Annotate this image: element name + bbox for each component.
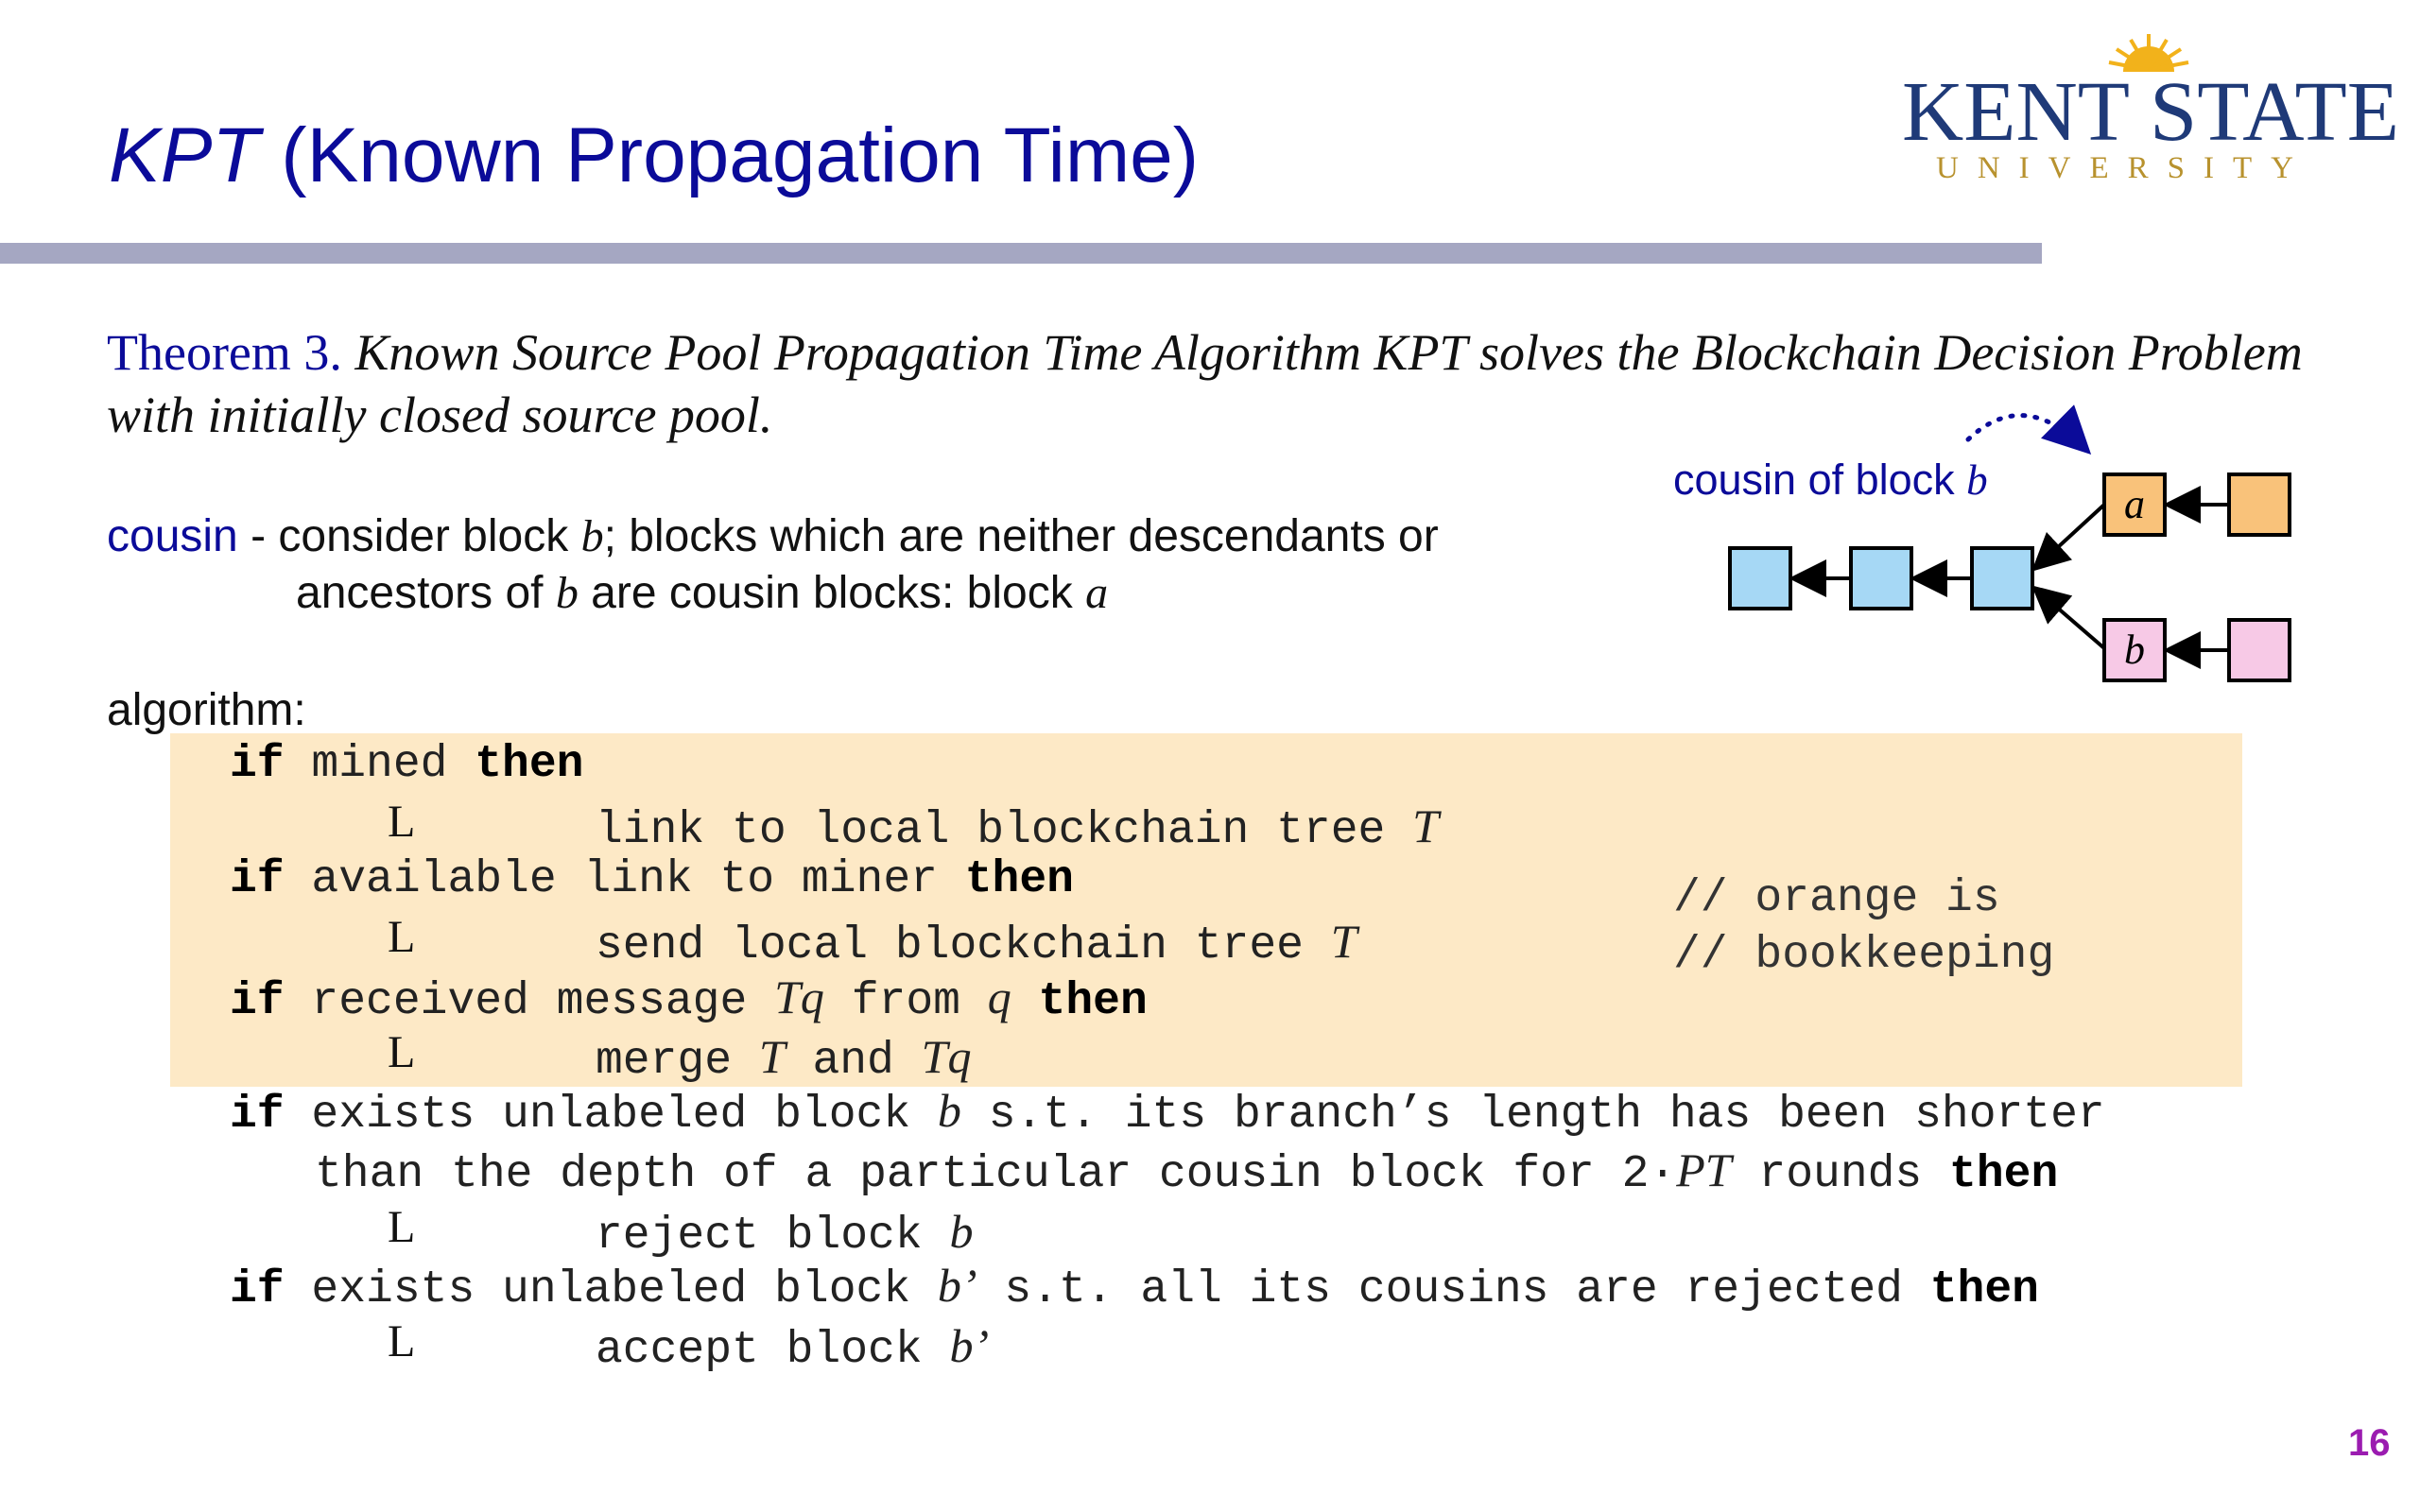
cousin-term: cousin: [107, 511, 238, 561]
branch-marker: L: [388, 797, 416, 847]
block-a-child: [2227, 472, 2291, 537]
var-b: b: [1966, 456, 1988, 504]
code-line-7: if exists unlabeled block b s.t. its bra…: [230, 1084, 2105, 1141]
branch-marker: L: [388, 1027, 416, 1077]
kent-state-logo: KENT STATE UNIVERSITY: [1902, 34, 2399, 185]
cousin-arrow: [1965, 404, 2092, 455]
theorem-statement: Theorem 3. Known Source Pool Propagation…: [107, 321, 2303, 446]
chain-block-1: [1728, 546, 1792, 610]
sunburst-icon: [2108, 34, 2189, 72]
title-divider: [0, 243, 2042, 264]
logo-subtitle: UNIVERSITY: [1936, 151, 2312, 185]
code-line-6: merge T and Tq: [596, 1030, 972, 1087]
theorem-text-2: with initially closed source pool.: [107, 387, 773, 443]
code-line-5: if received message Tq from q then: [230, 971, 1148, 1027]
cousin-of-block-label: cousin of block b: [1673, 455, 1988, 505]
comment-line-2: // bookkeeping: [1673, 930, 2055, 981]
var-a: a: [1085, 568, 1109, 618]
cousin-definition-line-2: ancestors of b are cousin blocks: block …: [296, 567, 1108, 619]
code-line-9: reject block b: [596, 1205, 974, 1262]
cousin-text: are cousin blocks: block: [578, 568, 1086, 618]
page-number: 16: [2348, 1422, 2391, 1464]
algorithm-label: algorithm:: [107, 685, 306, 735]
logo-name: KENT STATE: [1902, 65, 2399, 159]
block-b-child: [2227, 618, 2291, 682]
code-line-8: than the depth of a particular cousin bl…: [315, 1143, 2059, 1200]
branch-marker: L: [388, 1202, 416, 1252]
bookkeeping-highlight: [170, 733, 2242, 1087]
code-line-2: link to local blockchain tree T: [596, 799, 1439, 856]
cousin-definition-line-1: cousin - consider block b; blocks which …: [107, 506, 1439, 568]
code-line-3: if available link to miner then: [230, 854, 1074, 905]
code-line-11: accept block b’: [596, 1319, 990, 1376]
block-a-label: a: [2124, 481, 2145, 527]
comment-line-1: // orange is: [1673, 873, 2000, 924]
theorem-line-2: with initially closed source pool.: [107, 384, 2303, 446]
branch-marker: L: [388, 1316, 416, 1366]
block-b-label: b: [2124, 627, 2145, 673]
code-line-1: if mined then: [230, 739, 584, 790]
code-line-10: if exists unlabeled block b’ s.t. all it…: [230, 1259, 2039, 1315]
block-a: [2102, 472, 2167, 537]
var-b: b: [555, 568, 579, 618]
slide-title: KPT (Known Propagation Time): [109, 112, 1199, 200]
cousin-text: - consider block: [237, 511, 581, 561]
theorem-text-1: Known Source Pool Propagation Time Algor…: [341, 324, 2303, 381]
blockchain-tree-diagram: a b: [1728, 404, 2291, 682]
branch-marker: L: [388, 912, 416, 962]
chain-block-2: [1849, 546, 1913, 610]
var-b: b: [580, 511, 604, 561]
title-rest: (Known Propagation Time): [259, 112, 1200, 198]
theorem-line-1: Theorem 3. Known Source Pool Propagation…: [107, 321, 2303, 384]
title-italic: KPT: [109, 112, 260, 198]
cousin-text: ancestors of: [296, 568, 556, 618]
chain-block-3: [1970, 546, 2034, 610]
code-line-4: send local blockchain tree T: [596, 915, 1357, 971]
theorem-lead: Theorem 3.: [107, 324, 342, 381]
cousin-label-text: cousin of block: [1673, 455, 1967, 504]
cousin-text: ; blocks which are neither descendants o…: [603, 511, 1439, 561]
